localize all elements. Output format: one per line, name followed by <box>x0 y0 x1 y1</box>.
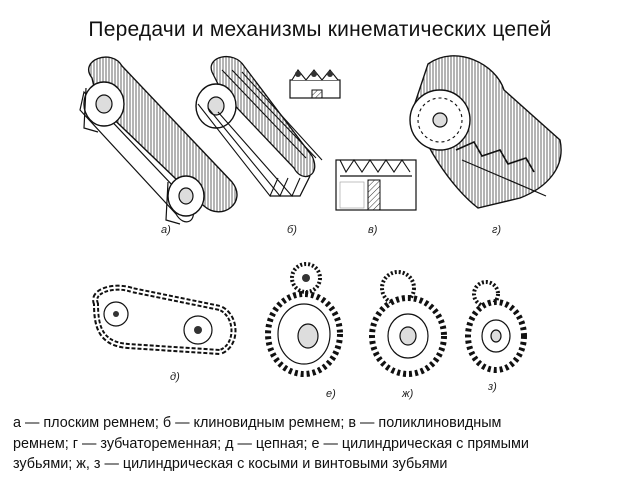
caption-line-1: а — плоским ремнем; б — клиновидным ремн… <box>13 415 502 431</box>
label-b: б) <box>287 224 297 236</box>
flat-belt-drive <box>79 56 238 225</box>
caption-line-3: зубьями; ж, з — цилиндрическая с косыми … <box>13 456 448 472</box>
screw-helical-gears <box>465 280 527 373</box>
figure-caption: а — плоским ремнем; б — клиновидным ремн… <box>13 413 628 475</box>
label-a: а) <box>161 224 171 236</box>
spur-gears <box>265 262 343 377</box>
page-title: Передачи и механизмы кинематических цепе… <box>88 18 552 41</box>
v-belt-drive <box>195 56 323 198</box>
label-v: в) <box>368 224 378 236</box>
poly-v-belt-section <box>289 69 417 211</box>
chain-drive <box>92 284 237 356</box>
toothed-belt-drive <box>409 55 562 209</box>
label-z: з) <box>487 381 497 393</box>
label-zh: ж) <box>401 388 414 400</box>
transmissions-figure: а) б) в) г) <box>79 55 562 400</box>
label-d: д) <box>170 371 180 383</box>
helical-gears <box>369 270 447 377</box>
caption-line-2: ремнем; г — зубчатоременная; д — цепная;… <box>13 435 529 452</box>
label-g: г) <box>492 224 501 236</box>
label-e: е) <box>326 388 336 400</box>
